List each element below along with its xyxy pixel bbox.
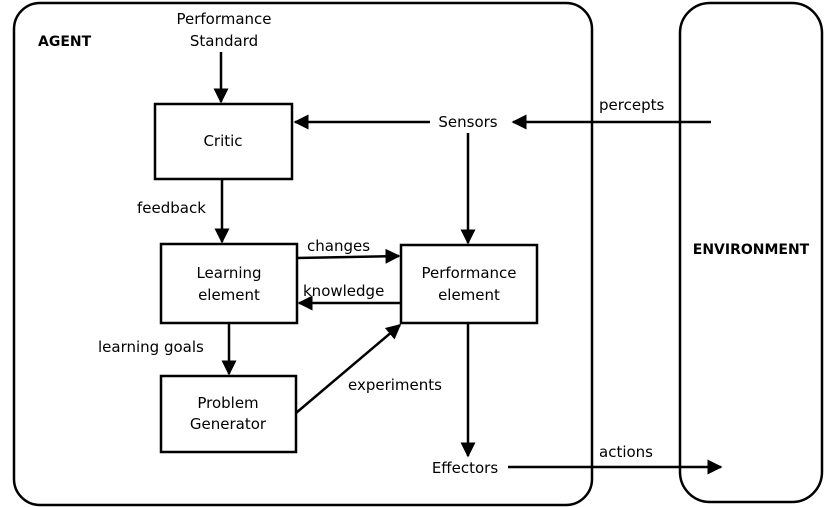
learning-element-box xyxy=(159,242,299,325)
knowledge-label: knowledge xyxy=(303,282,384,300)
environment-label: ENVIRONMENT xyxy=(693,242,810,258)
performance-standard-line1: Performance xyxy=(176,10,271,28)
problem-generator-box xyxy=(159,374,298,454)
performance-element-box xyxy=(399,243,539,325)
critic-box xyxy=(153,102,294,181)
performance-standard-line2: Standard xyxy=(190,32,258,50)
critic-label: Critic xyxy=(203,132,242,150)
agent-label: AGENT xyxy=(38,34,92,50)
feedback-label: feedback xyxy=(137,199,206,217)
performance-element-line2: element xyxy=(438,286,500,304)
actions-label: actions xyxy=(599,443,653,461)
sensors-label: Sensors xyxy=(438,113,497,131)
learning-goals-label: learning goals xyxy=(98,338,204,356)
problem-generator-line2: Generator xyxy=(190,415,267,433)
environment-container xyxy=(678,1,824,504)
percepts-label: percepts xyxy=(599,96,664,114)
learning-element-line1: Learning xyxy=(196,264,261,282)
performance-element-line1: Performance xyxy=(421,264,516,282)
learning-element-line2: element xyxy=(198,286,260,304)
changes-label: changes xyxy=(307,237,370,255)
changes-arrow xyxy=(296,248,401,264)
problem-generator-line1: Problem xyxy=(197,394,258,412)
experiments-label: experiments xyxy=(348,376,442,394)
experiments-arrow xyxy=(295,324,402,414)
effectors-label: Effectors xyxy=(432,459,499,477)
agent-container xyxy=(12,1,594,507)
